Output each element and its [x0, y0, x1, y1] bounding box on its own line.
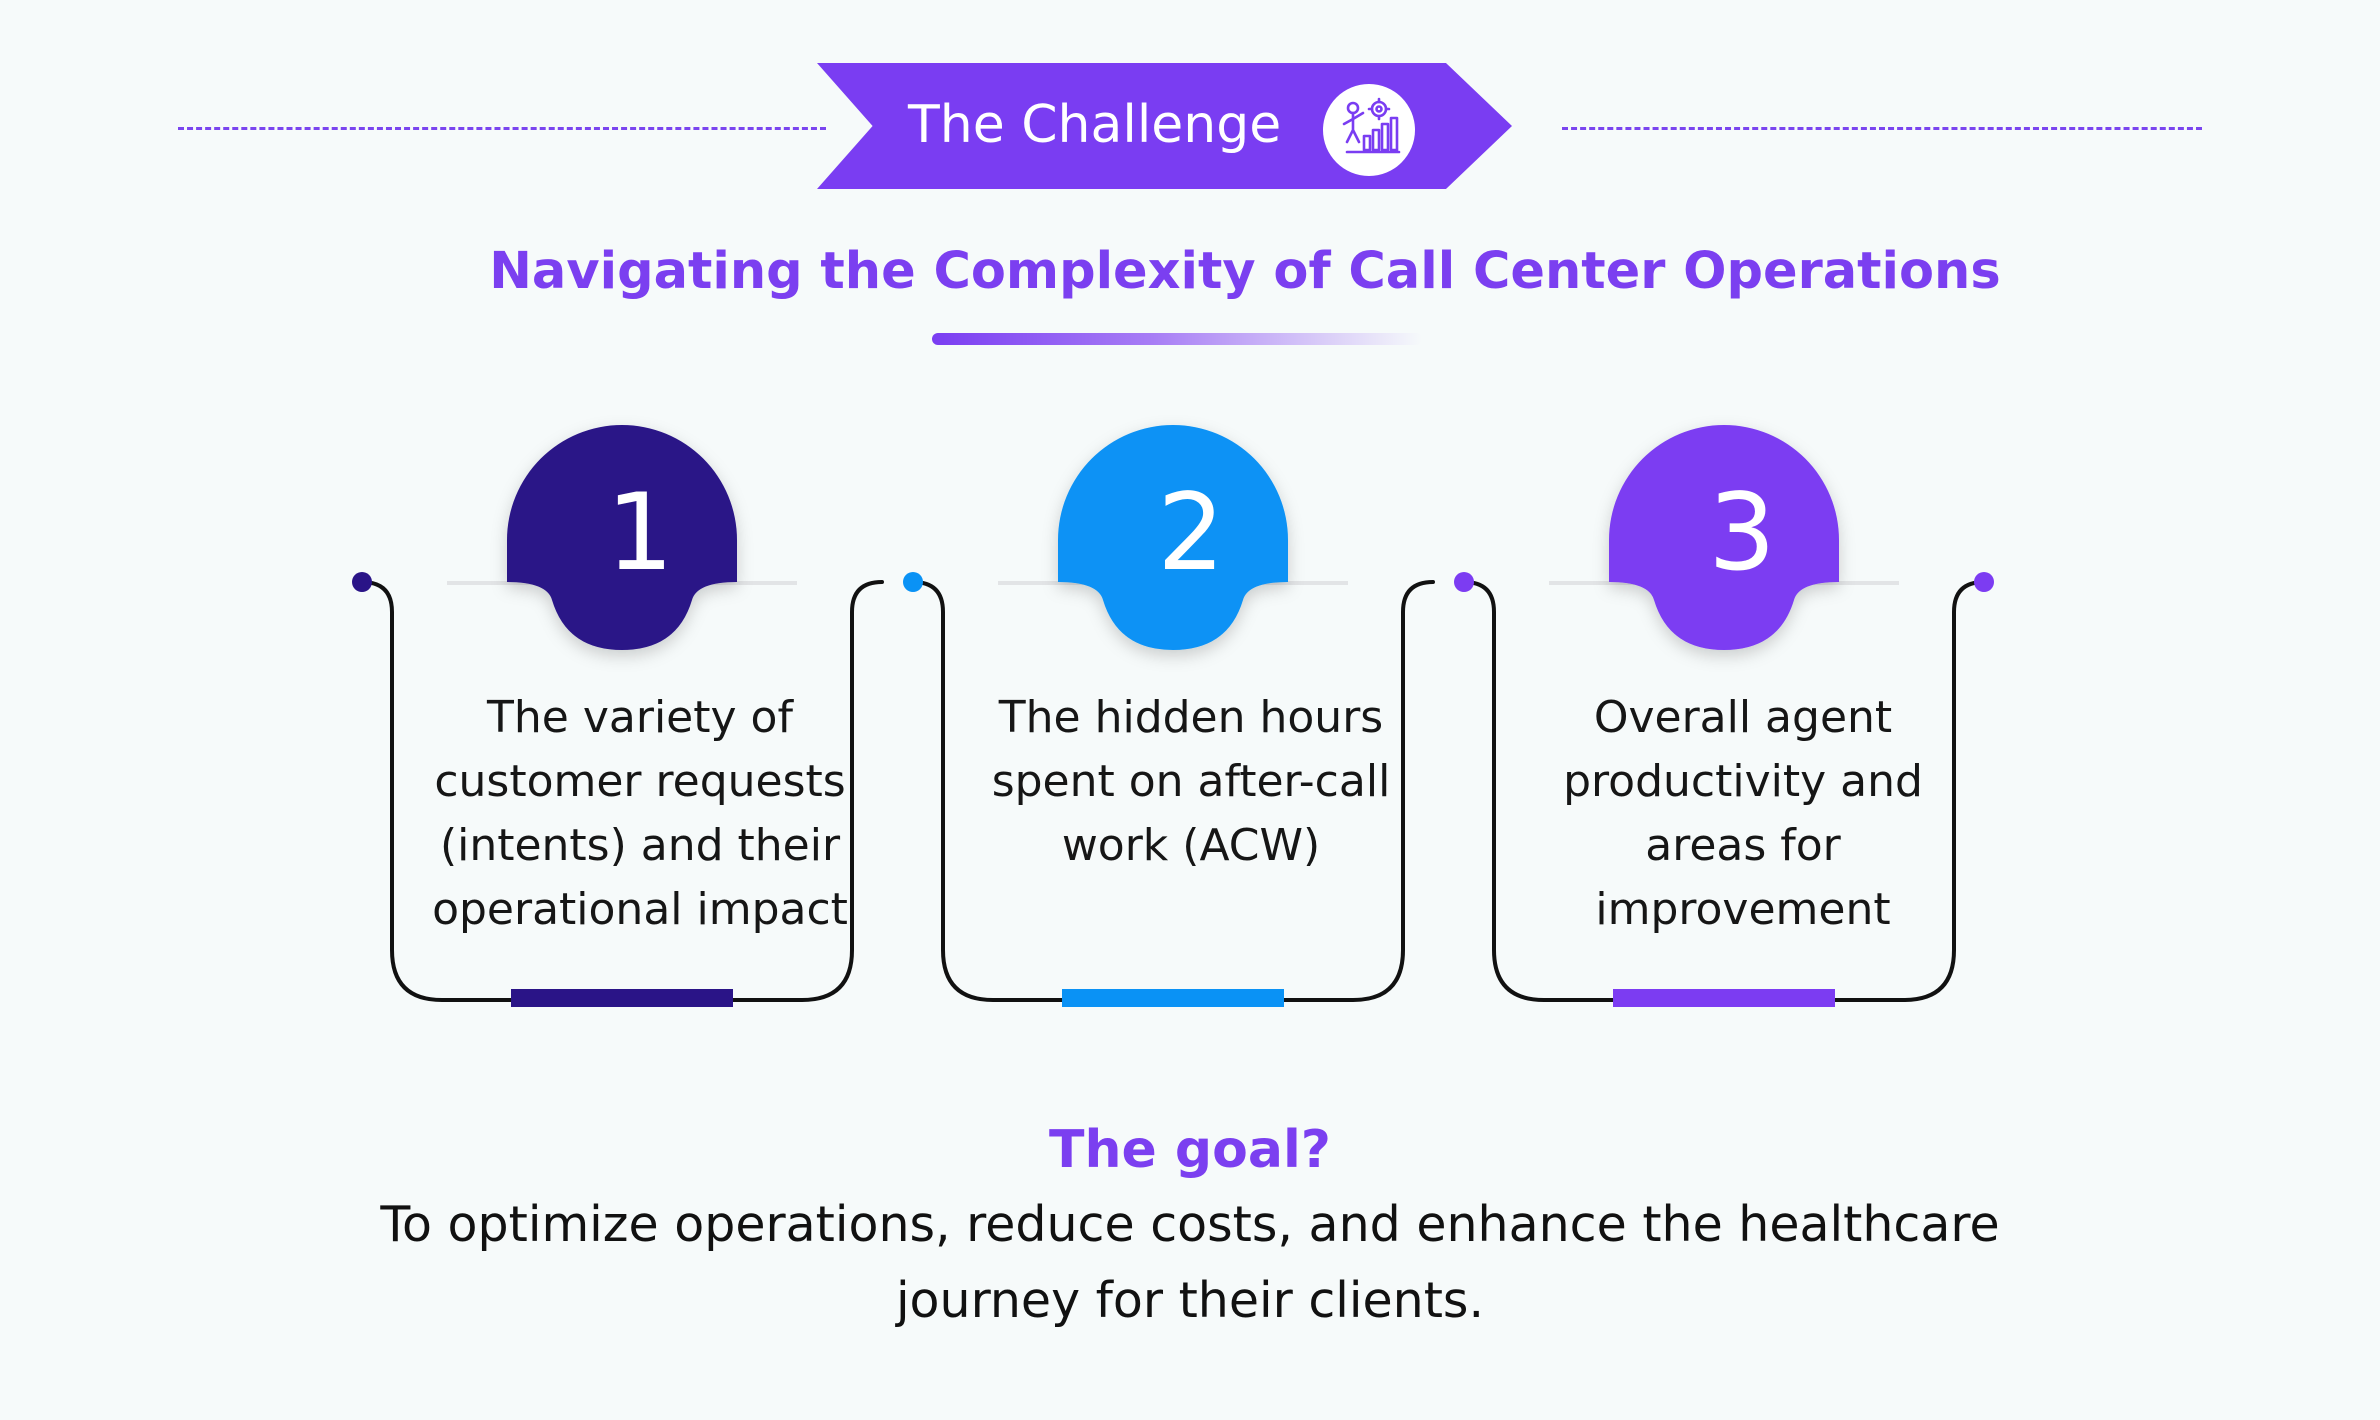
step-2-bottom-bar [1062, 989, 1284, 1007]
goal-heading: The goal? [1049, 1120, 1331, 1180]
step-3-description: Overall agent productivity and areas for… [1563, 692, 1923, 935]
banner-title: The Challenge [908, 95, 1282, 155]
step-2-description: The hidden hours spent on after-call wor… [991, 692, 1391, 871]
step-3-dot-right [1974, 572, 1994, 592]
step-2-dot-left [903, 572, 923, 592]
step-1-bottom-bar [511, 989, 733, 1007]
dashed-divider-right [1562, 127, 2202, 130]
step-1-number: 1 [606, 471, 674, 594]
step-2-number-tab [1058, 425, 1288, 650]
step-3-bottom-bar [1613, 989, 1835, 1007]
dashed-divider-left [178, 127, 826, 130]
page-subtitle: Navigating the Complexity of Call Center… [489, 242, 2001, 301]
subtitle-underline [932, 333, 1422, 345]
productivity-chart-icon [1323, 84, 1415, 176]
step-3-dot-left [1454, 572, 1474, 592]
step-1-dot-left [352, 572, 372, 592]
step-1-description: The variety of customer requests (intent… [432, 692, 848, 935]
step-2-number: 2 [1157, 471, 1225, 594]
step-1-number-tab [507, 425, 737, 650]
goal-description: To optimize operations, reduce costs, an… [380, 1196, 2000, 1329]
step-3-number: 3 [1708, 471, 1776, 594]
step-3-number-tab [1609, 425, 1839, 650]
